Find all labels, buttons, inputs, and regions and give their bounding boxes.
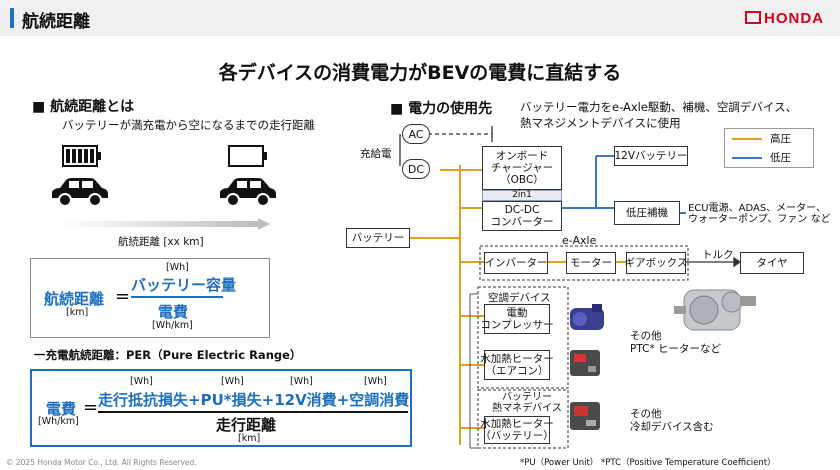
per-label: 一充電航続距離：PER（Pure Electric Range） (34, 348, 302, 362)
honda-logo: HONDA (745, 10, 824, 27)
tire-box: タイヤ (740, 252, 804, 274)
formula1-lhs: 航続距離 (44, 290, 105, 308)
formula1-denominator: 電費 (158, 303, 189, 321)
formula1-den-unit: [Wh/km] (152, 320, 193, 331)
formula2-unit-1: [Wh] (130, 376, 153, 387)
formula2-numerator: 走行抵抗損失+PU*損失+12V消費+空調消費 (98, 389, 409, 410)
12v-battery-box: 12Vバッテリー (614, 146, 688, 166)
legend (724, 128, 814, 168)
main-title: 各デバイスの消費電力がBEVの電費に直結する (218, 62, 622, 84)
battery-box: バッテリー (346, 228, 410, 248)
charge-label: 充給電 (360, 148, 392, 160)
formula1-fraction-line (131, 296, 223, 298)
formula2-lhs: 電費 (46, 400, 77, 418)
obc-box: オンボード チャージャー （OBC） (482, 146, 562, 190)
water-heater-ac-box: 水加熱ヒーター （エアコン） (480, 350, 554, 380)
thermal-group-label: バッテリー 熱マネデバイス (492, 392, 562, 414)
aux-description: ECU電源、ADAS、メーター、 ウォーターポンプ、ファン など (688, 203, 831, 225)
copyright: © 2025 Honda Motor Co., Ltd. All Rights … (6, 458, 197, 467)
water-heater-battery-box: 水加熱ヒーター （バッテリー） (480, 416, 554, 444)
full-battery-icon (62, 145, 101, 167)
eaxle-illustration (674, 289, 756, 331)
formula2-equals: = (83, 397, 99, 418)
formula2-fraction-line (98, 411, 408, 413)
two-in-one-label: 2in1 (482, 190, 562, 201)
formula2-denominator: 走行距離 (216, 416, 277, 434)
legend-low-label: 低圧 (770, 152, 791, 164)
other-thermal-devices: その他 冷却デバイス含む (630, 408, 714, 433)
right-desc-line1: バッテリー電力をe-Axle駆動、補機、空調デバイス、 (520, 100, 798, 114)
water-heater-battery-image (570, 402, 600, 430)
term-pu-loss: PU*損失 (200, 391, 262, 409)
legend-high-swatch (732, 138, 762, 140)
page-title: 航続距離 (22, 12, 90, 32)
formula1-lhs-unit: [km] (66, 307, 89, 318)
formula-efficiency-panel (30, 369, 412, 447)
plus-sign: + (188, 391, 201, 409)
electric-compressor-box: 電動 コンプレッサー (480, 304, 554, 334)
term-12v: 12V消費 (274, 391, 337, 409)
header-accent (10, 8, 14, 28)
torque-label: トルク (702, 249, 734, 261)
ac-port: AC (402, 124, 430, 144)
left-subtitle: バッテリーが満充電から空になるまでの走行距離 (62, 118, 315, 132)
formula2-lhs-unit: [Wh/km] (38, 416, 79, 427)
term-resistance-loss: 走行抵抗損失 (98, 391, 189, 409)
formula-range-panel (30, 258, 270, 338)
dcdc-box: DC-DC コンバーター (482, 201, 562, 231)
car-end-icon (220, 178, 276, 207)
formula1-num-unit: [Wh] (166, 262, 189, 273)
gearbox-box: ギアボックス (625, 252, 687, 274)
right-section-title: ■ 電力の使用先 (390, 101, 493, 117)
legend-high-label: 高圧 (770, 133, 791, 145)
right-desc-line2: 熱マネジメントデバイスに使用 (520, 116, 681, 130)
left-section-title: ■ 航続距離とは (32, 99, 135, 115)
formula2-den-unit: [km] (238, 433, 261, 444)
inverter-box: インバーター (484, 252, 548, 274)
header-bar (0, 0, 840, 36)
distance-arrow (62, 218, 270, 230)
formula1-numerator: バッテリー容量 (131, 276, 237, 294)
formula2-unit-2: [Wh] (221, 376, 244, 387)
car-start-icon (52, 178, 108, 207)
formula2-unit-4: [Wh] (364, 376, 387, 387)
dc-port: DC (402, 159, 430, 179)
footnote: *PU（Power Unit） *PTC（Positive Temperatur… (520, 458, 776, 468)
legend-low-swatch (732, 157, 762, 159)
compressor-image (570, 304, 604, 330)
plus-sign: + (261, 391, 275, 409)
term-ac: 空調消費 (349, 391, 410, 409)
plus-sign: + (336, 391, 350, 409)
formula2-unit-3: [Wh] (290, 376, 313, 387)
other-ac-devices: その他 PTC* ヒーターなど (630, 330, 722, 355)
water-heater-ac-image (570, 350, 600, 376)
low-voltage-aux-box: 低圧補機 (614, 201, 680, 225)
ac-device-group-label: 空調デバイス (488, 292, 551, 304)
motor-box: モーター (566, 252, 616, 274)
empty-battery-icon (228, 145, 267, 167)
formula1-equals: = (115, 286, 131, 307)
range-label: 航続距離 [xx km] (118, 236, 204, 248)
eaxle-label: e-Axle (562, 234, 597, 247)
